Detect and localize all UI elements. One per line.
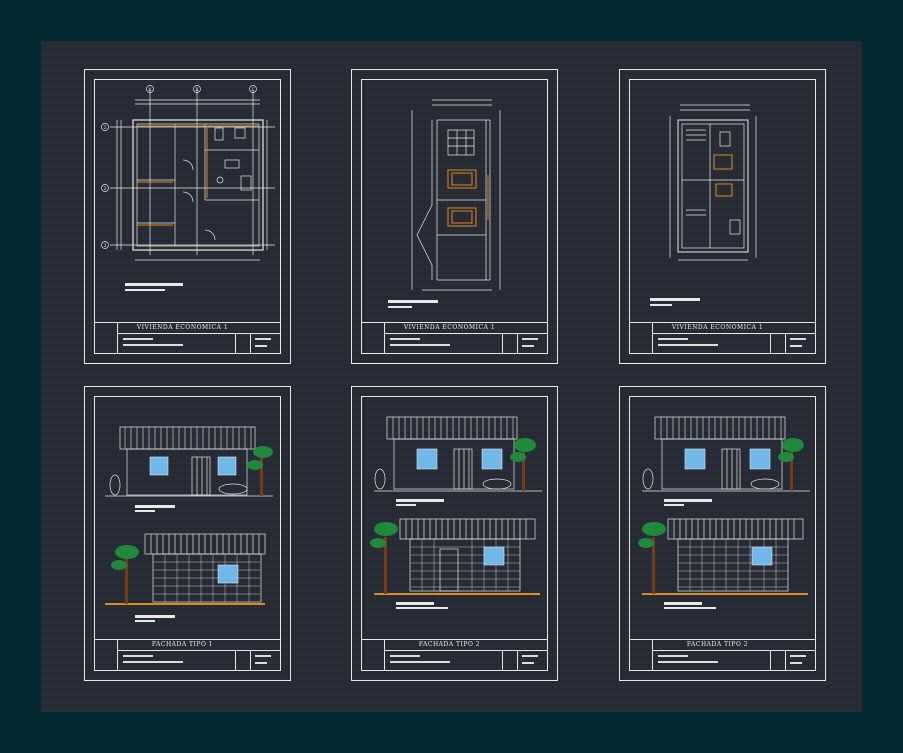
- sheet-inner-frame: VIVIENDA ECONOMICA 1: [629, 79, 816, 354]
- floor-plan-drawing: A B C 1 2 3: [101, 85, 275, 291]
- sheet-title: VIVIENDA ECONOMICA 1: [671, 324, 764, 331]
- title-block: VIVIENDA ECONOMICA 1: [95, 322, 280, 353]
- sheet-inner-frame: FACHADA TIPO 2: [629, 396, 816, 671]
- sheet-floor-plan[interactable]: A B C 1 2 3 VIVIENDA ECONO: [84, 69, 291, 364]
- sheet-inner-frame: FACHADA TIPO 2: [361, 396, 548, 671]
- sheet-inner-frame: VIVIENDA ECONOMICA 1: [361, 79, 548, 354]
- grid-label-c: C: [252, 87, 255, 92]
- sheet-facade-2[interactable]: FACHADA TIPO 2: [351, 386, 558, 681]
- grid-label-1: 1: [104, 125, 107, 130]
- title-block: FACHADA TIPO 2: [362, 639, 547, 670]
- sheet-title: FACHADA TIPO 1: [151, 641, 214, 648]
- facade-2-drawing: [370, 416, 542, 609]
- sheet-title: FACHADA TIPO 2: [686, 641, 749, 648]
- title-block: VIVIENDA ECONOMICA 1: [362, 322, 547, 353]
- grid-label-2: 2: [104, 186, 107, 191]
- plan-detail-drawing: [388, 99, 501, 308]
- facade-1-drawing: [105, 426, 273, 622]
- sheet-plan-detail[interactable]: VIVIENDA ECONOMICA 1: [351, 69, 558, 364]
- sheet-small-plan[interactable]: VIVIENDA ECONOMICA 1: [619, 69, 826, 364]
- facade-3-drawing: [638, 416, 810, 609]
- sheet-inner-frame: A B C 1 2 3 VIVIENDA ECONO: [94, 79, 281, 354]
- title-block: FACHADA TIPO 1: [95, 639, 280, 670]
- sheet-facade-1[interactable]: FACHADA TIPO 1: [84, 386, 291, 681]
- title-block: FACHADA TIPO 2: [630, 639, 815, 670]
- sheet-inner-frame: FACHADA TIPO 1: [94, 396, 281, 671]
- sheet-title: FACHADA TIPO 2: [418, 641, 481, 648]
- drawing-canvas[interactable]: A B C 1 2 3 VIVIENDA ECONO: [41, 41, 862, 712]
- title-block: VIVIENDA ECONOMICA 1: [630, 322, 815, 353]
- sheet-title: VIVIENDA ECONOMICA 1: [136, 324, 229, 331]
- sheet-facade-3[interactable]: FACHADA TIPO 2: [619, 386, 826, 681]
- grid-label-3: 3: [104, 243, 107, 248]
- grid-label-b: B: [196, 87, 199, 92]
- grid-label-a: A: [149, 87, 152, 92]
- small-plan-drawing: [650, 104, 757, 306]
- sheet-title: VIVIENDA ECONOMICA 1: [403, 324, 496, 331]
